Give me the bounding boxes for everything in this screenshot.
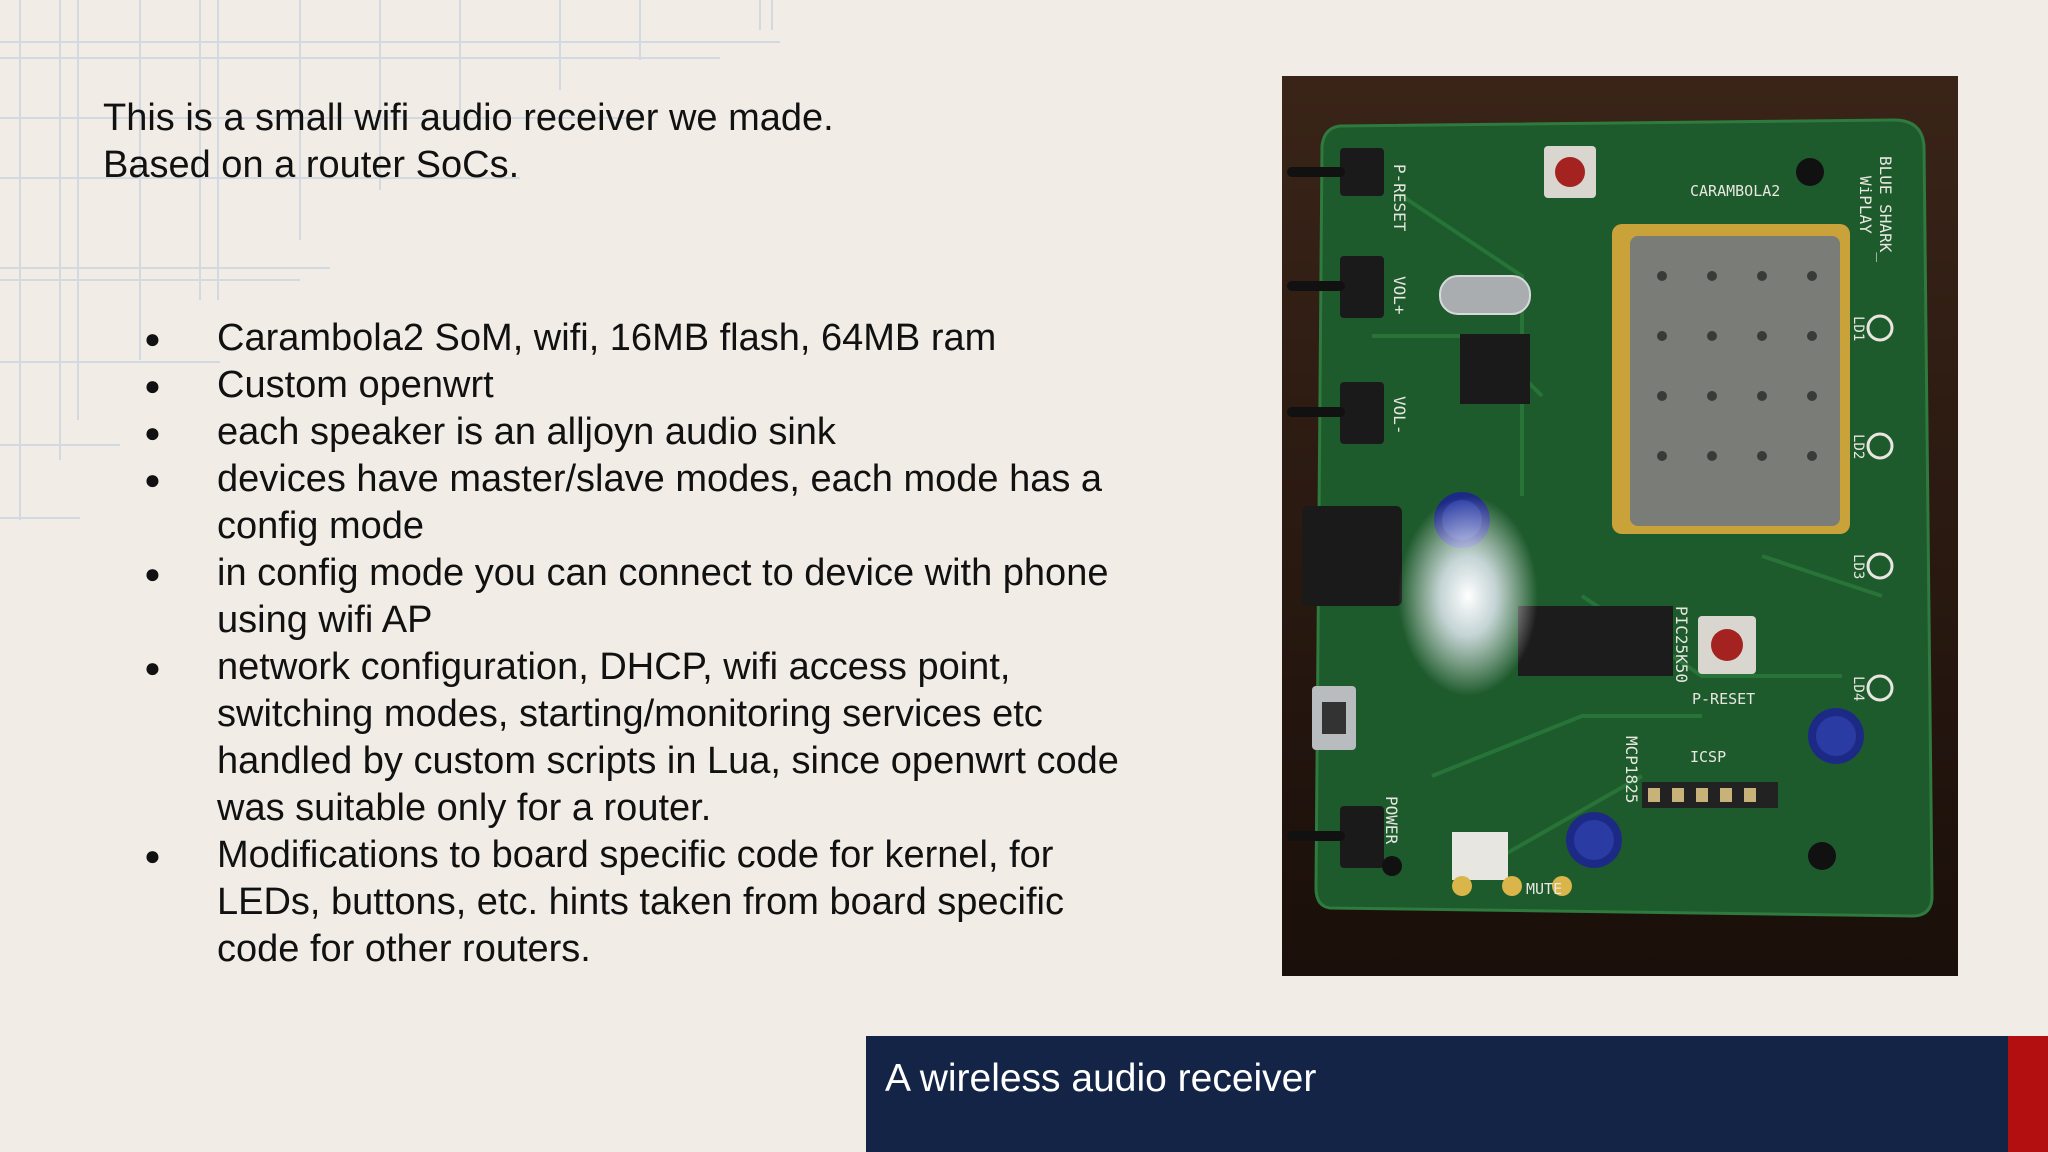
list-item: ● in config mode you can connect to devic… [103, 550, 1133, 644]
list-item: ● Modifications to board specific code fo… [103, 832, 1133, 973]
list-item-text: each speaker is an alljoyn audio sink [217, 411, 836, 453]
intro-text: This is a small wifi audio receiver we m… [103, 95, 834, 189]
list-item-text: Carambola2 SoM, wifi, 16MB flash, 64MB r… [217, 317, 997, 359]
feature-list: ● Carambola2 SoM, wifi, 16MB flash, 64MB … [103, 315, 1133, 973]
list-item-text: in config mode you can connect to device… [217, 552, 1109, 641]
bullet-icon: ● [144, 370, 161, 401]
board-label-vol-plus: VOL+ [1390, 276, 1409, 315]
board-label-ld4: LD4 [1850, 676, 1866, 701]
bullet-icon: ● [144, 323, 161, 354]
board-label-ld2: LD2 [1850, 434, 1866, 459]
accent-bar [2008, 1036, 2048, 1152]
intro-line-1: This is a small wifi audio receiver we m… [103, 97, 834, 139]
bullet-icon: ● [144, 417, 161, 448]
list-item-text: Modifications to board specific code for… [217, 834, 1064, 970]
board-label-reset: P-RESET [1692, 690, 1755, 708]
board-label-mcp: MCP1825 [1622, 736, 1641, 803]
board-label-ld3: LD3 [1850, 554, 1866, 579]
board-label-ld1: LD1 [1850, 316, 1866, 341]
board-label-blueshark: BLUE SHARK_ [1876, 156, 1895, 262]
board-label-5v: MUTE [1526, 880, 1562, 898]
list-item-text: network configuration, DHCP, wifi access… [217, 646, 1119, 829]
bullet-icon: ● [144, 840, 161, 871]
board-label-mute: P-RESET [1390, 164, 1409, 232]
bullet-icon: ● [144, 464, 161, 495]
bullet-icon: ● [144, 558, 161, 589]
board-label-power: POWER [1382, 796, 1401, 845]
list-item: ● Custom openwrt [103, 362, 1133, 409]
board-label-wiplay: WiPLAY [1856, 176, 1875, 234]
list-item: ● devices have master/slave modes, each m… [103, 456, 1133, 550]
board-label-vol-minus: VOL- [1390, 396, 1409, 435]
pcb-illustration: CARAMBOLA2 ICSP P-RESET MUTE BLUE SHARK_… [1282, 76, 1958, 976]
list-item-text: Custom openwrt [217, 364, 494, 406]
decorative-grid [0, 0, 780, 520]
slide-title-bar: A wireless audio receiver [866, 1036, 2008, 1152]
board-label-carambola: CARAMBOLA2 [1690, 182, 1780, 200]
bullet-icon: ● [144, 652, 161, 683]
slide-title: A wireless audio receiver [885, 1057, 1317, 1100]
board-label-icsp: ICSP [1690, 748, 1726, 766]
intro-line-2: Based on a router SoCs. [103, 144, 520, 186]
list-item: ● Carambola2 SoM, wifi, 16MB flash, 64MB … [103, 315, 1133, 362]
list-item: ● network configuration, DHCP, wifi acces… [103, 644, 1133, 832]
list-item-text: devices have master/slave modes, each mo… [217, 458, 1103, 547]
board-label-pic: PIC25K50 [1672, 606, 1691, 683]
list-item: ● each speaker is an alljoyn audio sink [103, 409, 1133, 456]
circuit-board-photo: CARAMBOLA2 ICSP P-RESET MUTE BLUE SHARK_… [1282, 76, 1958, 976]
